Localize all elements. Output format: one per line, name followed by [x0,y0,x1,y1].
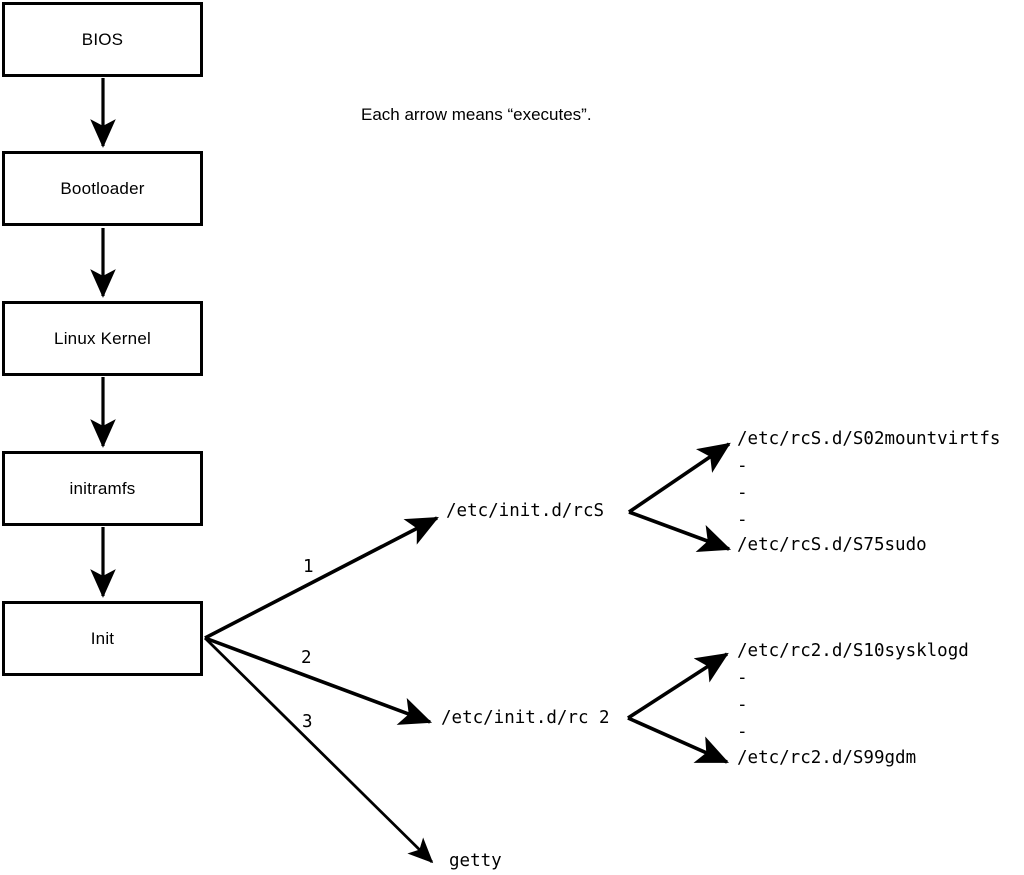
process-box-label: initramfs [69,479,136,498]
script-label-getty[interactable]: getty [449,851,502,871]
process-box-label: BIOS [81,30,124,49]
process-box-bootloader[interactable]: Bootloader [2,151,203,226]
arrow-rcs-to-last-script [628,510,732,553]
rcs-ellipsis-dash-1: - [737,456,748,476]
arrow-init-branch-2 [204,636,433,725]
script-label-init-d-rcs[interactable]: /etc/init.d/rcS [446,501,605,521]
process-box-bios[interactable]: BIOS [2,2,203,77]
process-box-init[interactable]: Init [2,601,203,676]
arrow-rcs-to-first-script [627,442,731,514]
rcs-ellipsis-dash-3: - [737,510,748,530]
arrow-rc2-to-first-script [627,652,729,720]
process-box-label: Init [90,629,115,648]
process-box-initramfs[interactable]: initramfs [2,451,203,526]
rc2-ellipsis-dash-3: - [737,722,748,742]
arrow-init-branch-3 [204,637,434,864]
rc2-ellipsis-dash-2: - [737,695,748,715]
diagram-caption: Each arrow means “executes”. [361,105,592,124]
branch-number-3: 3 [302,712,313,732]
rc2-ellipsis-dash-1: - [737,668,748,688]
rcs-ellipsis-dash-2: - [737,483,748,503]
process-box-linux-kernel[interactable]: Linux Kernel [2,301,203,376]
process-box-label: Bootloader [60,179,145,198]
arrow-rc2-to-last-script [627,716,729,764]
script-label-rcs-first[interactable]: /etc/rcS.d/S02mountvirtfs [737,429,1001,449]
script-label-rc2-first[interactable]: /etc/rc2.d/S10sysklogd [737,641,969,661]
branch-number-1: 1 [303,557,314,577]
script-label-init-d-rc2[interactable]: /etc/init.d/rc 2 [441,708,610,728]
process-box-label: Linux Kernel [54,329,151,348]
branch-number-2: 2 [301,648,312,668]
script-label-rcs-last[interactable]: /etc/rcS.d/S75sudo [737,535,927,555]
script-label-rc2-last[interactable]: /etc/rc2.d/S99gdm [737,748,917,768]
arrow-init-branch-1 [204,516,439,640]
